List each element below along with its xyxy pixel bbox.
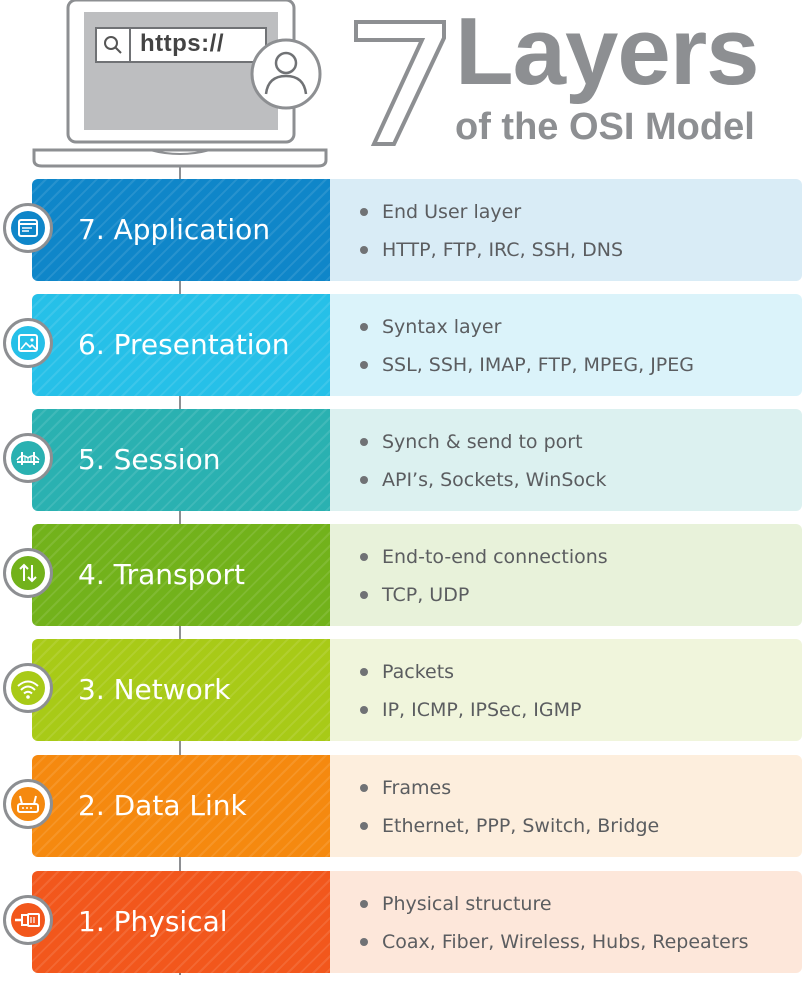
router-icon bbox=[17, 795, 39, 813]
layer-bullets: Frames Ethernet, PPP, Switch, Bridge bbox=[358, 769, 659, 845]
laptop-illustration: https:// bbox=[0, 0, 340, 170]
bridge-icon bbox=[16, 452, 40, 465]
layer-data-link: 2. Data Link Frames Ethernet, PPP, Switc… bbox=[0, 755, 804, 857]
layer-name: 7. Application bbox=[78, 213, 271, 246]
layer-session-band: 5. Session bbox=[32, 409, 330, 511]
layer-physical-band: 1. Physical bbox=[32, 871, 330, 973]
list-item: HTTP, FTP, IRC, SSH, DNS bbox=[358, 231, 623, 269]
layer-presentation-details bbox=[330, 294, 802, 396]
layer-name: 3. Network bbox=[78, 673, 231, 706]
list-item: TCP, UDP bbox=[358, 576, 608, 614]
layer-network-details bbox=[330, 639, 802, 741]
layer-data-link-band: 2. Data Link bbox=[32, 755, 330, 857]
layer-badge bbox=[3, 779, 53, 829]
list-item: Syntax layer bbox=[358, 308, 694, 346]
layer-physical: 1. Physical Physical structure Coax, Fib… bbox=[0, 871, 804, 973]
list-item: Frames bbox=[358, 769, 659, 807]
list-item: Packets bbox=[358, 653, 581, 691]
list-item: Physical structure bbox=[358, 885, 749, 923]
list-item: SSL, SSH, IMAP, FTP, MPEG, JPEG bbox=[358, 346, 694, 384]
layer-application: 7. Application End User layer HTTP, FTP,… bbox=[0, 179, 804, 281]
layer-badge bbox=[3, 318, 53, 368]
layer-badge bbox=[3, 663, 53, 713]
layer-transport-band: 4. Transport bbox=[32, 524, 330, 626]
layer-badge bbox=[3, 895, 53, 945]
layer-data-link-details bbox=[330, 755, 802, 857]
wifi-icon bbox=[17, 680, 39, 699]
image-icon bbox=[18, 334, 38, 352]
list-item: End-to-end connections bbox=[358, 538, 608, 576]
layer-bullets: End User layer HTTP, FTP, IRC, SSH, DNS bbox=[358, 193, 623, 269]
layer-badge bbox=[3, 548, 53, 598]
list-item: API’s, Sockets, WinSock bbox=[358, 461, 606, 499]
layer-session-details bbox=[330, 409, 802, 511]
laptop-icon bbox=[32, 0, 328, 168]
layer-physical-details bbox=[330, 871, 802, 973]
layer-bullets: Physical structure Coax, Fiber, Wireless… bbox=[358, 885, 749, 961]
layer-session: 5. Session Synch & send to port API’s, S… bbox=[0, 409, 804, 511]
layer-badge bbox=[3, 203, 53, 253]
layer-name: 4. Transport bbox=[78, 558, 246, 591]
title-subtitle: of the OSI Model bbox=[455, 106, 755, 148]
layer-transport-details bbox=[330, 524, 802, 626]
layer-presentation-band: 6. Presentation bbox=[32, 294, 330, 396]
layer-bullets: Synch & send to port API’s, Sockets, Win… bbox=[358, 423, 606, 499]
title-seven-outline bbox=[354, 20, 446, 146]
layer-bullets: Packets IP, ICMP, IPSec, IGMP bbox=[358, 653, 581, 729]
layer-bullets: End-to-end connections TCP, UDP bbox=[358, 538, 608, 614]
layer-presentation: 6. Presentation Syntax layer SSL, SSH, I… bbox=[0, 294, 804, 396]
layer-application-details bbox=[330, 179, 802, 281]
list-item: Coax, Fiber, Wireless, Hubs, Repeaters bbox=[358, 923, 749, 961]
layer-transport: 4. Transport End-to-end connections TCP,… bbox=[0, 524, 804, 626]
layer-name: 2. Data Link bbox=[78, 789, 247, 822]
ethernet-cable-icon bbox=[15, 913, 40, 927]
list-item: Ethernet, PPP, Switch, Bridge bbox=[358, 807, 659, 845]
layer-name: 6. Presentation bbox=[78, 328, 290, 361]
up-down-arrows-icon bbox=[19, 563, 37, 583]
layer-network: 3. Network Packets IP, ICMP, IPSec, IGMP bbox=[0, 639, 804, 741]
list-item: Synch & send to port bbox=[358, 423, 606, 461]
layer-name: 1. Physical bbox=[78, 905, 228, 938]
layer-bullets: Syntax layer SSL, SSH, IMAP, FTP, MPEG, … bbox=[358, 308, 694, 384]
url-text: https:// bbox=[140, 30, 224, 57]
list-item: IP, ICMP, IPSec, IGMP bbox=[358, 691, 581, 729]
layer-badge bbox=[3, 433, 53, 483]
layer-name: 5. Session bbox=[78, 443, 221, 476]
browser-window-icon bbox=[18, 219, 38, 237]
title-layers-word: Layers bbox=[455, 0, 760, 105]
layer-network-band: 3. Network bbox=[32, 639, 330, 741]
layer-application-band: 7. Application bbox=[32, 179, 330, 281]
list-item: End User layer bbox=[358, 193, 623, 231]
